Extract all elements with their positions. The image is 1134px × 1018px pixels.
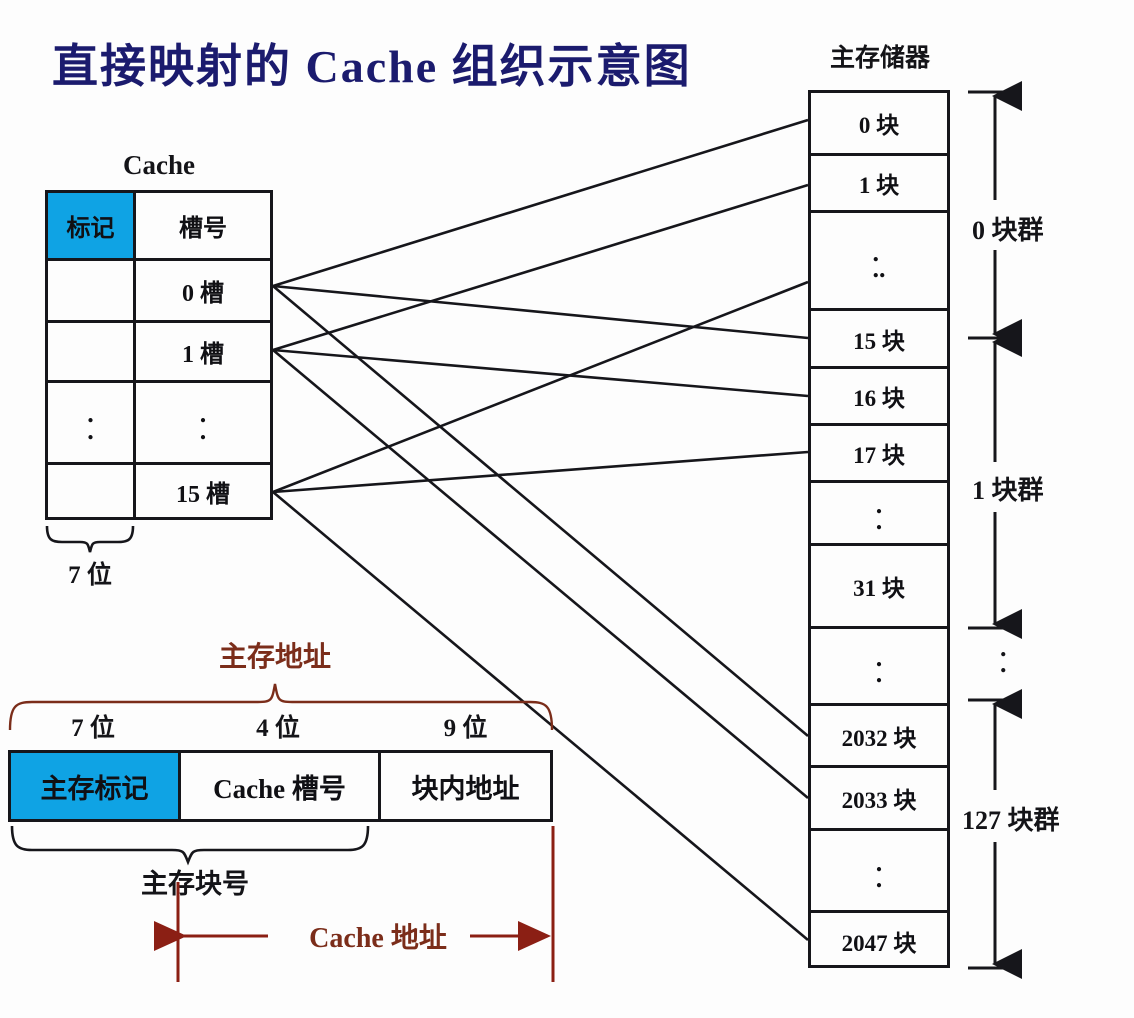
cache-header-tag: 标记 xyxy=(48,193,136,258)
address-bits-label-slot: 4 位 xyxy=(256,715,300,742)
memory-row-ellipsis: . . xyxy=(811,831,947,913)
memory-row: 17 块 xyxy=(811,426,947,483)
address-field-cache-slot: Cache 槽号 xyxy=(181,753,381,819)
memory-row: 2032 块 xyxy=(811,706,947,768)
cache-slot-cell: 1 槽 xyxy=(182,342,224,368)
cache-row-0: 0 槽 xyxy=(48,261,270,323)
cache-tag-cell xyxy=(48,465,136,517)
block-group-ellipsis: . . xyxy=(1000,633,1007,679)
cache-slot-cell: 0 槽 xyxy=(182,281,224,307)
memory-row: 16 块 xyxy=(811,369,947,426)
cache-table-title: Cache xyxy=(123,150,195,180)
cache-tag-bits-label: 7 位 xyxy=(68,562,112,589)
cache-slot-ellipsis: . . xyxy=(199,399,207,445)
address-bits-label-tag: 7 位 xyxy=(71,715,115,742)
address-field-block-offset: 块内地址 xyxy=(411,773,520,804)
memory-row: 2047 块 xyxy=(841,931,917,956)
mapping-lines-slot-1 xyxy=(272,183,809,799)
memory-row-ellipsis: . . xyxy=(811,629,947,706)
page-title: 直接映射的 Cache 组织示意图 xyxy=(52,41,692,92)
block-group-label-127: 127 块群 xyxy=(962,806,1060,835)
block-group-label-0: 0 块群 xyxy=(972,216,1044,245)
cache-row-ellipsis: . . . . xyxy=(48,383,270,465)
memory-row-ellipsis: . . xyxy=(811,483,947,546)
memory-row: 0 块 xyxy=(811,93,947,156)
mapping-lines-slot-15 xyxy=(272,280,809,941)
memory-row: 1 块 xyxy=(811,156,947,213)
address-bits-label-offset: 9 位 xyxy=(443,715,488,742)
main-memory-table: 0 块 1 块 . .. 15 块 16 块 17 块 . . 31 块 . .… xyxy=(808,90,950,968)
cache-row-1: 1 槽 xyxy=(48,323,270,383)
cache-tag-cell xyxy=(48,261,136,320)
memory-row-ellipsis: . .. xyxy=(811,213,947,311)
cache-address-arrow xyxy=(154,826,555,982)
main-memory-block-number-label: 主存块号 xyxy=(141,869,249,899)
block-number-brace xyxy=(10,825,370,866)
cache-row-15: 15 槽 xyxy=(48,465,270,517)
cache-slot-cell: 15 槽 xyxy=(176,481,230,508)
cache-header-slot: 槽号 xyxy=(179,216,227,242)
main-memory-title: 主存储器 xyxy=(829,45,930,72)
memory-row: 2033 块 xyxy=(811,768,947,831)
cache-tag-brace xyxy=(45,525,135,553)
cache-table: 标记 槽号 0 槽 1 槽 . . . . 15 槽 xyxy=(45,190,273,520)
memory-row: 15 块 xyxy=(811,311,947,369)
memory-row: 31 块 xyxy=(811,546,947,629)
cache-tag-ellipsis: . . xyxy=(48,383,136,462)
block-group-label-1: 1 块群 xyxy=(972,476,1044,505)
cache-tag-cell xyxy=(48,323,136,380)
cache-header-row: 标记 槽号 xyxy=(48,193,270,261)
main-memory-address-label: 主存地址 xyxy=(218,642,331,673)
address-format-box: 主存标记 Cache 槽号 块内地址 xyxy=(8,750,553,822)
address-field-tag: 主存标记 xyxy=(11,753,181,819)
cache-address-label: Cache 地址 xyxy=(309,923,447,954)
